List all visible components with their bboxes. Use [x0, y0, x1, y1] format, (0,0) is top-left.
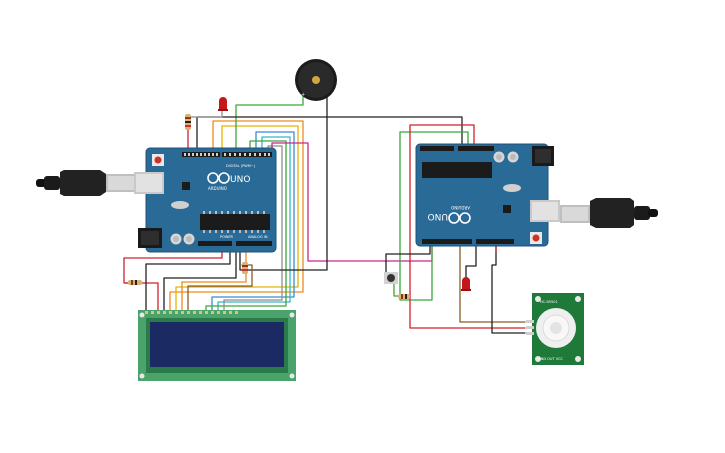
wire-yellow-d11 [175, 125, 299, 312]
wire-magenta [271, 142, 433, 262]
resistor-left-icon [185, 114, 191, 130]
wire-cyan-d4 [217, 136, 291, 312]
wire-gray-d2 [223, 145, 283, 312]
wire-gray-res [189, 109, 223, 118]
pir-bottom-label: GND OUT VCC [538, 357, 564, 361]
wire-black-gnd2 [163, 247, 237, 312]
wire-black-led [196, 116, 463, 153]
wires [123, 95, 526, 334]
resistor-lcd-icon [128, 280, 142, 285]
arduino-logo-right: UNO ARDUINO [428, 205, 471, 224]
usb-cable-left-icon [36, 170, 136, 196]
wire-green-d3 [205, 140, 287, 312]
wire-green-right [399, 131, 469, 301]
pir-sensor: HC-SR501 GND OUT VCC [526, 293, 584, 365]
board-model-right: UNO [428, 211, 448, 221]
board-brand-right: ARDUINO [451, 205, 470, 210]
wire-red-right [409, 124, 526, 329]
arduino-logo-left: UNO ARDUINO [207, 172, 250, 191]
analog-label-left: ANALOG IN [248, 235, 268, 239]
wire-brown-pir [459, 243, 526, 323]
board-brand-left: ARDUINO [208, 186, 227, 191]
wire-black-button [385, 243, 431, 276]
pushbutton-icon[interactable] [384, 272, 398, 284]
resistor-button-icon [398, 294, 410, 299]
wire-green-buzzer [235, 95, 304, 153]
lcd-16x2 [138, 310, 296, 381]
led-right-icon [461, 277, 471, 291]
board-model-left: UNO [230, 175, 250, 185]
svg-text:+: + [301, 92, 305, 98]
pir-top-label: HC-SR501 [540, 300, 558, 304]
wire-orange-d12 [169, 120, 304, 312]
resistor-bottom-icon [242, 262, 248, 274]
led-left-icon [218, 97, 228, 111]
usb-cable-right-icon [560, 198, 658, 228]
wire-black-buzzer [239, 95, 328, 271]
wire-black-led2 [465, 243, 477, 283]
digital-label-left: DIGITAL (PWM~) [226, 164, 256, 168]
buzzer-icon: + [295, 59, 337, 101]
arduino-uno-right: UNO ARDUINO [415, 143, 560, 247]
wire-black-gnd [145, 247, 231, 312]
power-label-left: POWER [220, 235, 234, 239]
wire-red-5v [123, 247, 223, 312]
wire-black-pir [491, 243, 526, 334]
wire-brown-lcd [187, 264, 253, 312]
arduino-uno-left: UNO ARDUINO DIGITAL (PWM~) POWER ANALOG … [134, 147, 277, 253]
wire-blue-d5 [211, 131, 295, 312]
